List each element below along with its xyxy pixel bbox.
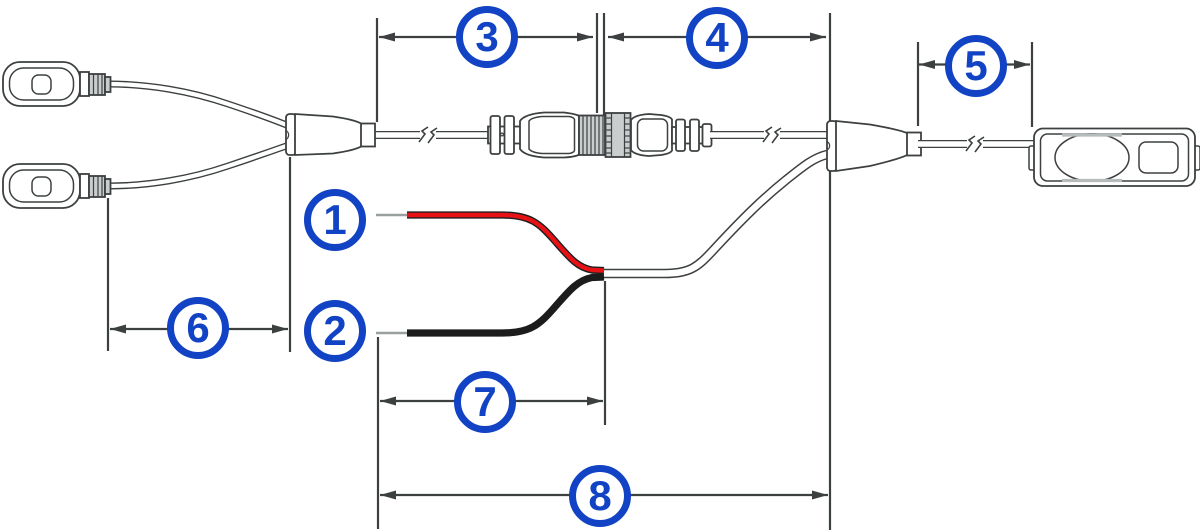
callout-1-label: 1 xyxy=(323,196,347,243)
joined-power-cable xyxy=(603,149,829,279)
callout-8: 8 xyxy=(569,465,631,527)
callout-1: 1 xyxy=(304,189,366,251)
callout-7: 7 xyxy=(454,371,516,433)
red-wire xyxy=(376,211,605,275)
dimension-extension-lines xyxy=(106,13,1034,530)
callout-6-label: 6 xyxy=(186,304,210,351)
sensor-top xyxy=(2,61,112,107)
callout-4-label: 4 xyxy=(705,14,729,61)
callout-3: 3 xyxy=(456,6,518,68)
cable-left-run xyxy=(374,126,492,144)
end-device xyxy=(1028,127,1200,187)
right-y-junction xyxy=(826,120,922,173)
callout-3-label: 3 xyxy=(475,13,499,60)
sensor-bottom xyxy=(2,163,112,209)
sensor-cables xyxy=(107,80,291,190)
black-wire xyxy=(376,273,605,337)
callout-5-label: 5 xyxy=(964,42,988,89)
callout-2: 2 xyxy=(304,300,366,362)
callout-6: 6 xyxy=(167,297,229,359)
cable-middle-run xyxy=(710,126,828,144)
cable-right-run xyxy=(918,135,1036,153)
callout-2-label: 2 xyxy=(323,307,347,354)
callout-4: 4 xyxy=(686,7,748,69)
callout-7-label: 7 xyxy=(473,378,497,425)
callout-8-label: 8 xyxy=(588,472,612,519)
callout-5: 5 xyxy=(945,35,1007,97)
left-y-junction xyxy=(285,113,376,156)
inline-connector xyxy=(487,111,713,159)
